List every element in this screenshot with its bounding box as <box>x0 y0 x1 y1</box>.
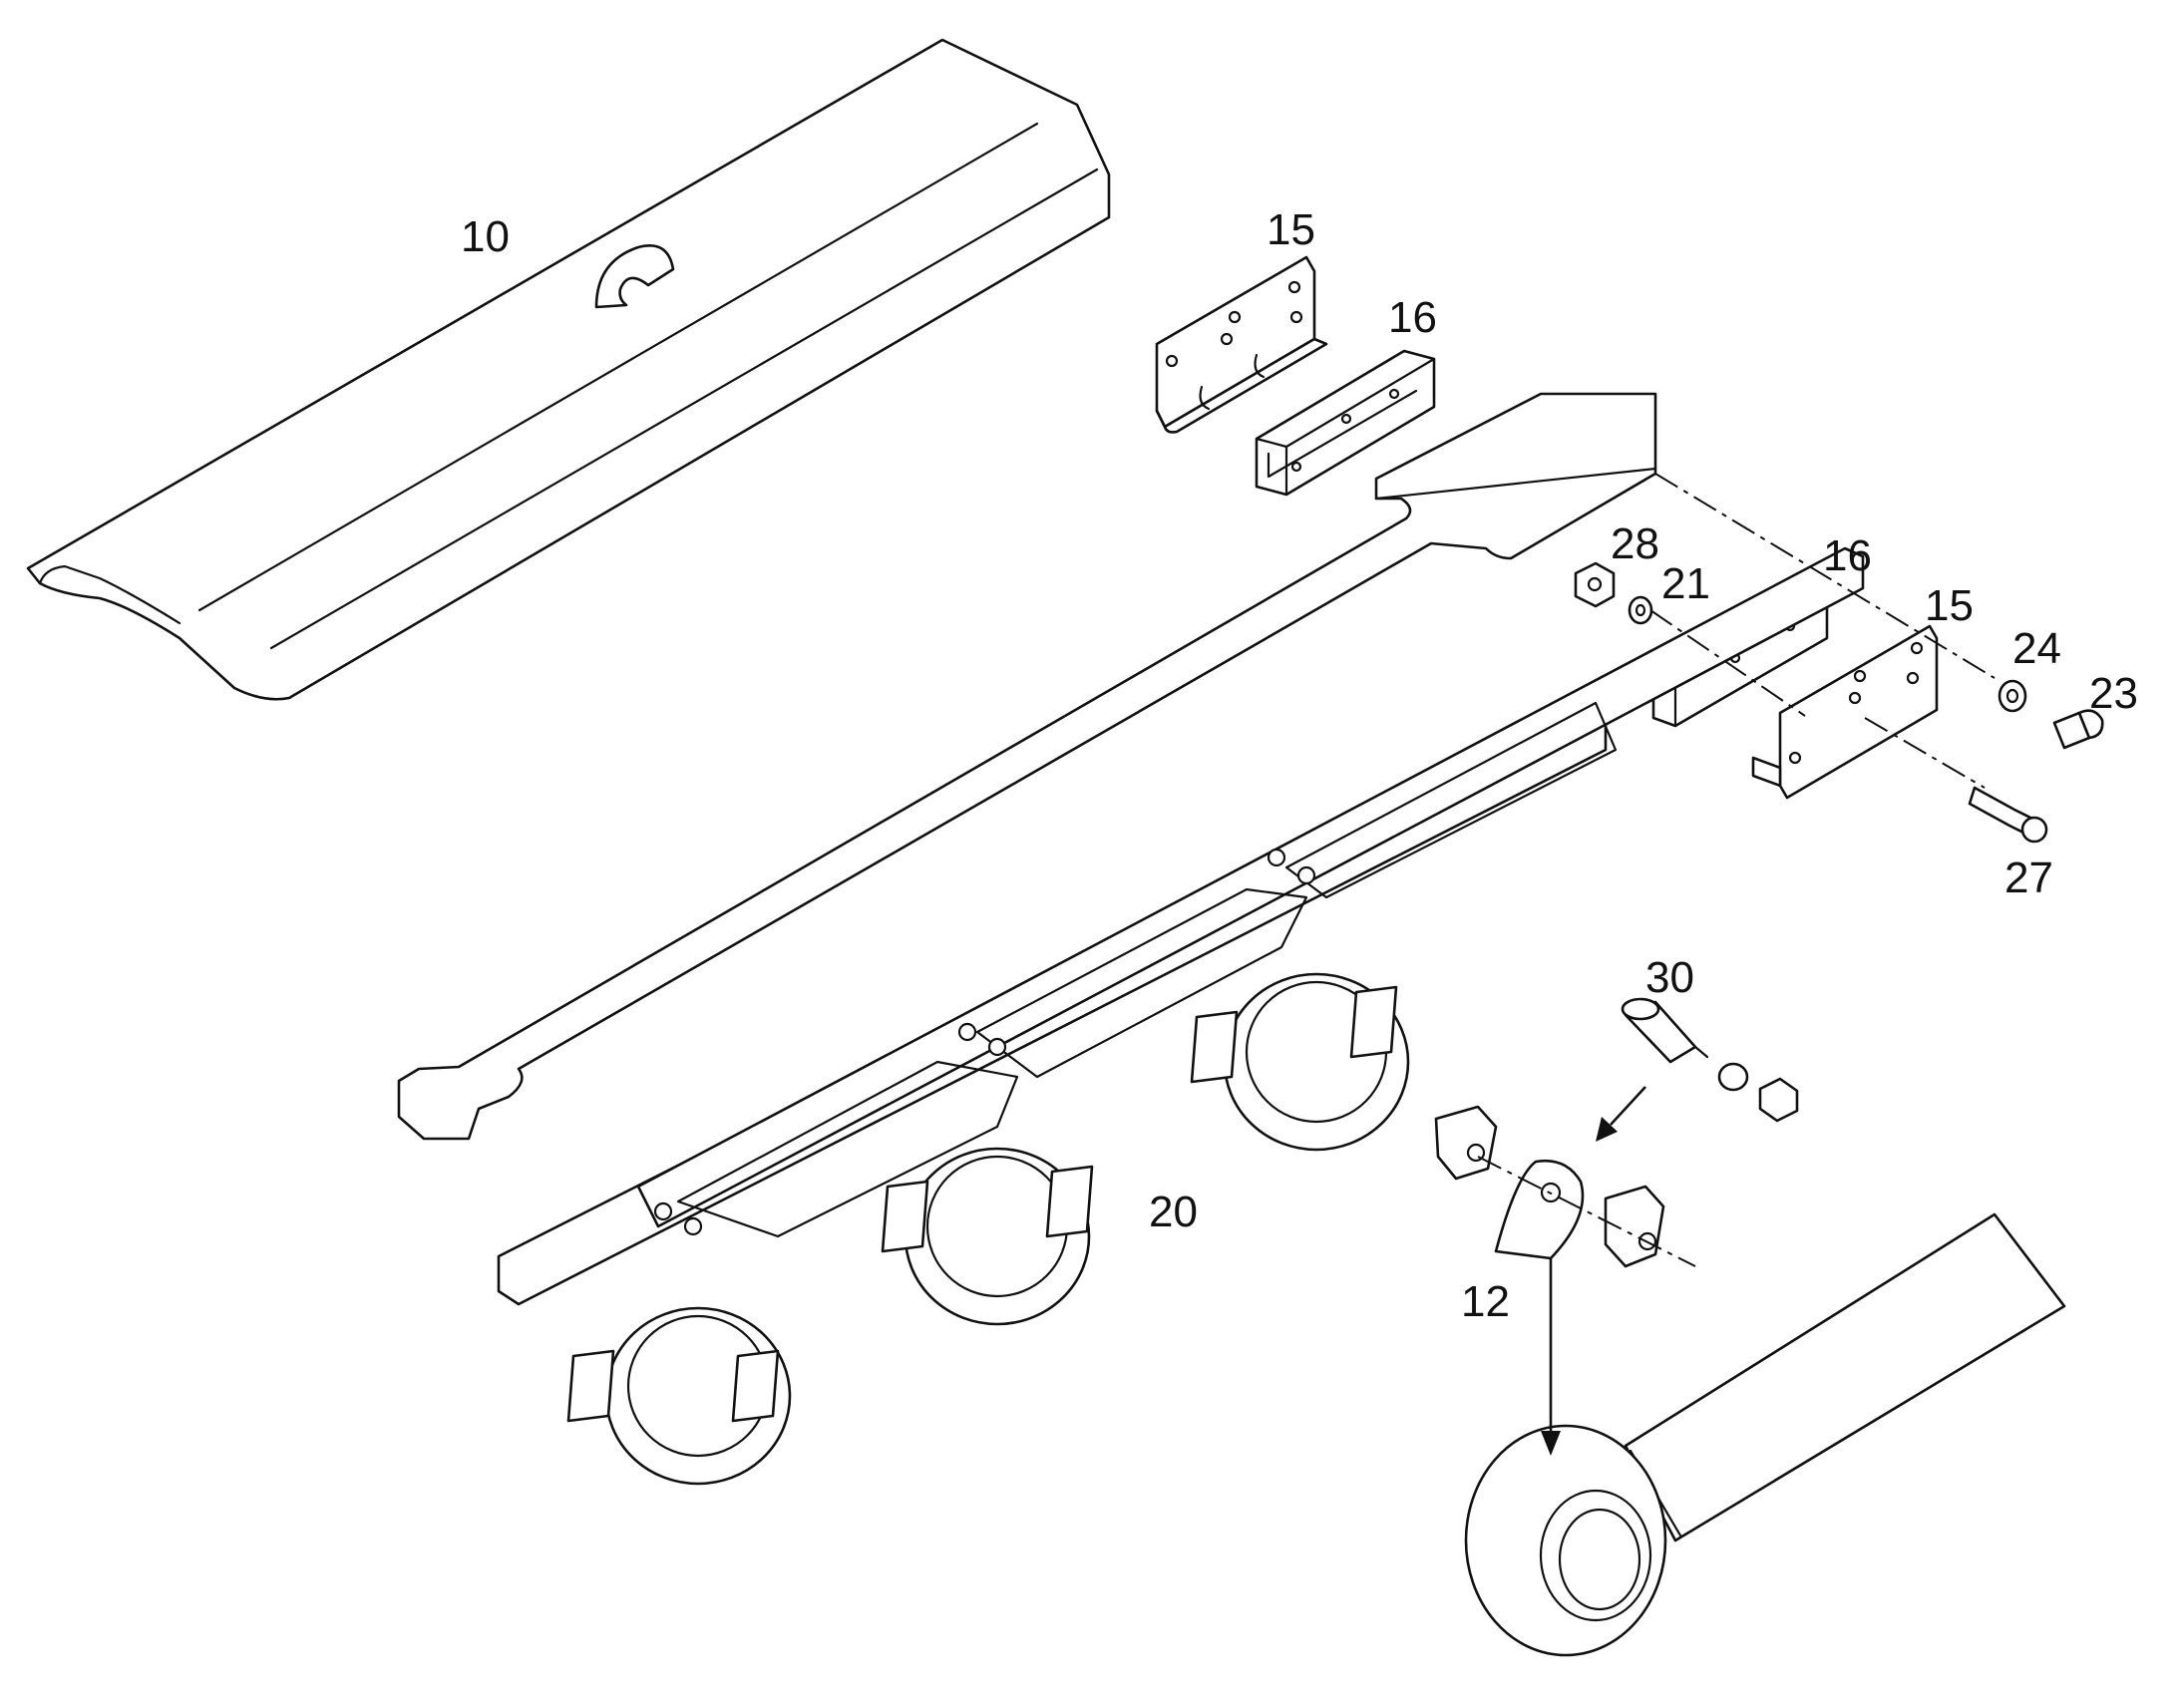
callout-12: 12 <box>1461 1277 1510 1326</box>
callout-23: 23 <box>2089 669 2138 718</box>
callout-20: 20 <box>1149 1188 1198 1236</box>
hardware-washer-part-24 <box>1998 679 2027 713</box>
cover-shield-part-10 <box>26 38 1111 701</box>
mounting-plate-part-15-upper <box>1155 255 1328 434</box>
callout-labels: 10 15 16 28 21 16 15 24 23 27 30 20 12 <box>461 205 2138 1326</box>
hardware-washer-part-21 <box>1628 595 1653 625</box>
callout-15-upper: 15 <box>1267 205 1315 254</box>
cylinder-rod-end <box>1464 1212 2066 1657</box>
callout-27: 27 <box>2004 854 2053 902</box>
callout-16-upper: 16 <box>1388 293 1437 342</box>
callout-16-lower: 16 <box>1823 531 1872 580</box>
callout-10: 10 <box>461 212 510 261</box>
hardware-bolt-part-30 <box>1621 997 1799 1123</box>
callout-30: 30 <box>1645 953 1694 1002</box>
hardware-nut-part-28 <box>1574 561 1616 608</box>
callout-15-lower: 15 <box>1925 581 1974 630</box>
hardware-pin-part-27 <box>1968 786 2048 844</box>
mounting-plate-part-15-lower <box>1751 624 1939 800</box>
callout-28: 28 <box>1611 519 1659 568</box>
assembly-arrows <box>1541 1086 1646 1456</box>
channel-block-part-16-upper <box>1255 349 1436 497</box>
callout-24: 24 <box>2012 624 2061 673</box>
callout-21: 21 <box>1661 559 1710 608</box>
assembly-lines <box>1477 473 1996 1267</box>
bracket-part-12 <box>1434 1105 1665 1268</box>
frame-assembly-part-20 <box>497 546 1865 1486</box>
mounting-arm-bar <box>397 392 1657 1141</box>
hardware-bolt-part-23 <box>2052 709 2104 750</box>
